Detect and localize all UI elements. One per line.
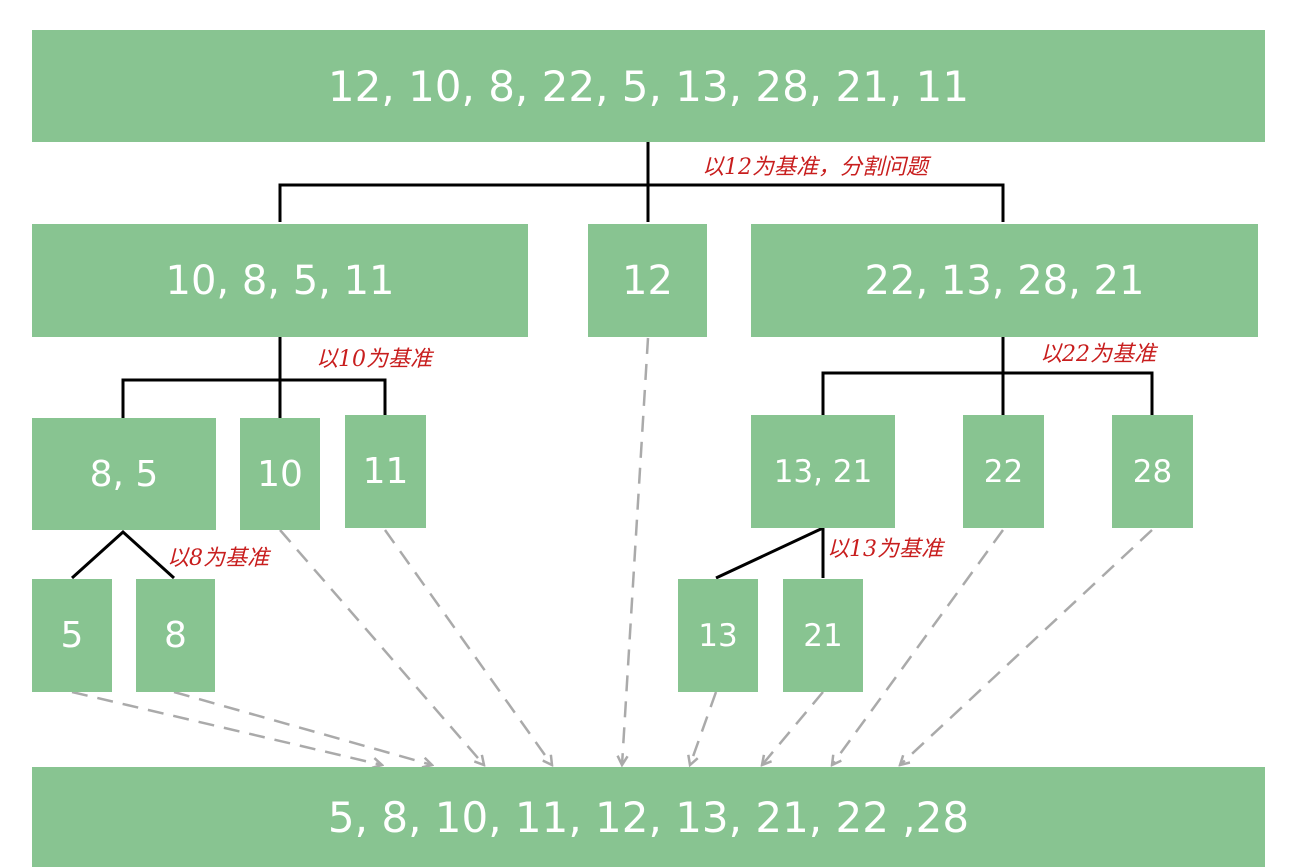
pivot-8-text: 8 [164,615,187,656]
arrow-from-13 [690,691,718,765]
leaf-21-box: 21 [783,579,863,692]
sorted-result-box: 5, 8, 10, 11, 12, 13, 21, 22 ,28 [32,767,1265,867]
left-subarray-box: 10, 8, 5, 11 [32,224,528,337]
right-subarray-text: 22, 13, 28, 21 [864,257,1145,304]
pivot-12-box: 12 [588,224,707,337]
pivot-22-text: 22 [983,453,1024,490]
tree-line-right [821,337,1154,418]
annotation-split-8: 以8为基准 [167,546,269,571]
pivot-13-text: 13 [698,617,738,654]
right-subarray-box: 22, 13, 28, 21 [751,224,1258,337]
pivot-13-box: 13 [678,579,758,692]
arrow-from-11 [383,529,552,765]
leaf-5-text: 5 [60,615,84,656]
pivot-12-text: 12 [622,257,673,304]
pivot-8-box: 8 [136,579,215,692]
subarray-8-5-box: 8, 5 [32,418,216,530]
pivot-22-box: 22 [963,415,1044,528]
arrow-from-21 [762,691,824,765]
tree-line-13-21 [715,526,825,580]
leaf-28-box: 28 [1112,415,1193,528]
tree-lines [70,142,1154,580]
arrow-from-8 [173,690,432,765]
annotation-split-10: 以10为基准 [316,347,432,372]
sorted-result-text: 5, 8, 10, 11, 12, 13, 21, 22 ,28 [327,792,970,842]
root-array-text: 12, 10, 8, 22, 5, 13, 28, 21, 11 [327,61,970,111]
leaf-21-text: 21 [803,617,843,654]
subarray-8-5-text: 8, 5 [89,453,159,495]
leaf-11-text: 11 [362,451,409,492]
tree-line-left [121,337,387,418]
pivot-10-box: 10 [240,418,320,530]
arrow-from-5 [71,690,382,765]
result-arrows [71,337,1153,765]
left-subarray-text: 10, 8, 5, 11 [165,257,395,304]
annotation-split-12: 以12为基准，分割问题 [702,155,928,180]
leaf-11-box: 11 [345,415,426,528]
subarray-13-21-box: 13, 21 [751,415,895,528]
root-array-box: 12, 10, 8, 22, 5, 13, 28, 21, 11 [32,30,1265,142]
annotation-split-13: 以13为基准 [827,537,943,562]
annotation-split-22: 以22为基准 [1040,342,1156,367]
leaf-28-text: 28 [1132,453,1173,490]
arrow-from-12 [622,337,650,765]
arrow-from-22 [832,529,1005,765]
subarray-13-21-text: 13, 21 [773,453,873,490]
tree-line-8-5 [70,529,176,580]
arrow-from-28 [900,529,1153,765]
tree-line-root [278,142,1005,222]
leaf-5-box: 5 [32,579,112,692]
pivot-10-text: 10 [257,453,303,495]
